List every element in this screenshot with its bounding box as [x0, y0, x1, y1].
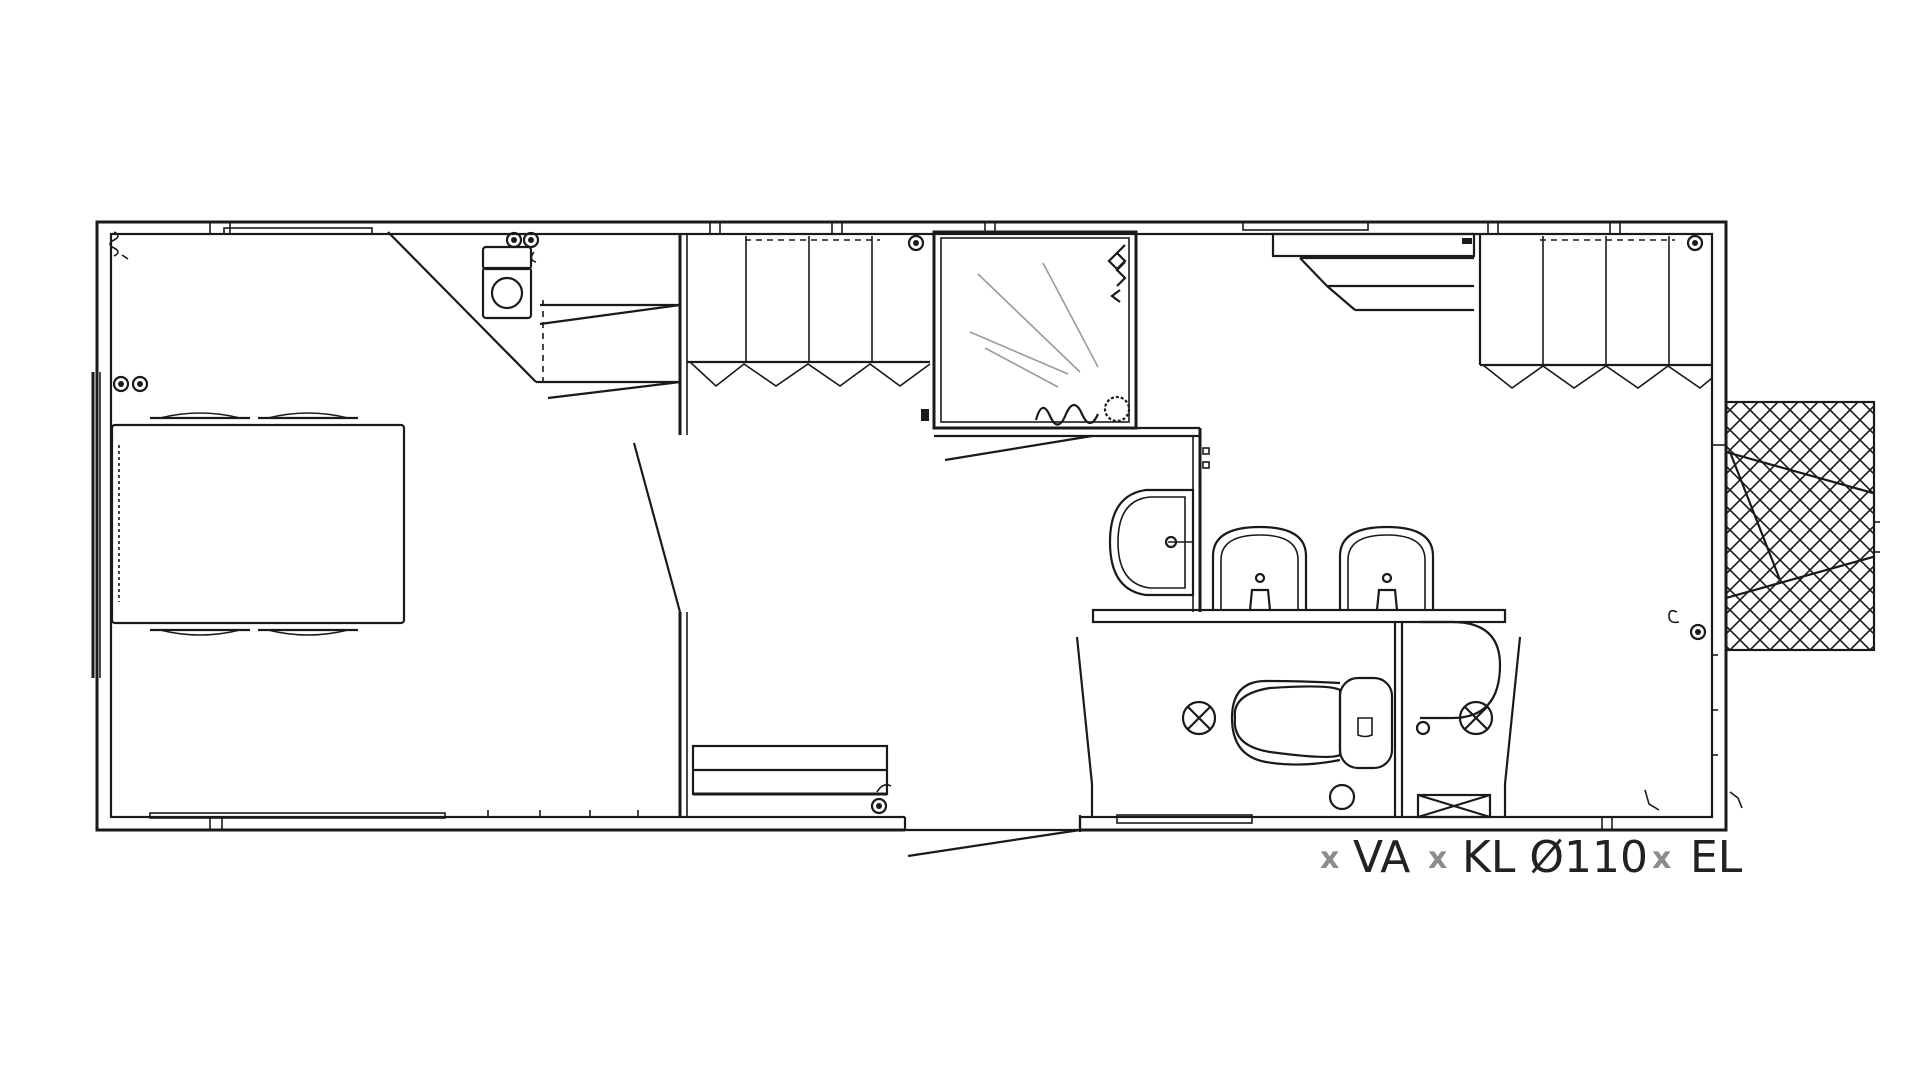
- bench-bottom: [691, 744, 889, 796]
- water-heater: [1416, 793, 1492, 819]
- bed: [110, 412, 406, 636]
- deck-hatch: [1724, 400, 1880, 652]
- legend: x VA x KL Ø110 x EL: [1320, 832, 1743, 883]
- legend-marker-el: x: [1652, 841, 1671, 876]
- wardrobe-middle: [687, 236, 931, 388]
- legend-label-va: VA: [1353, 832, 1410, 883]
- toilet: [1230, 676, 1394, 770]
- legend-marker-kl: x: [1428, 841, 1447, 876]
- right-wall-marks: [1712, 444, 1726, 756]
- switch-symbols: [109, 231, 1743, 811]
- wall-outlets: [112, 231, 1707, 815]
- legend-marker-va: x: [1320, 841, 1339, 876]
- legend-label-el: EL: [1690, 832, 1743, 883]
- floor-drains: [1181, 620, 1502, 811]
- washing-machine: [481, 245, 533, 320]
- wardrobe-right: [1478, 234, 1713, 390]
- shelf-right-top: [1271, 232, 1476, 312]
- shower-tray: [969, 244, 1131, 426]
- interior-walls: [387, 230, 1522, 817]
- legend-label-kl: KL Ø110: [1462, 832, 1648, 883]
- entrance-door: [903, 815, 1082, 858]
- sinks: [1108, 488, 1435, 611]
